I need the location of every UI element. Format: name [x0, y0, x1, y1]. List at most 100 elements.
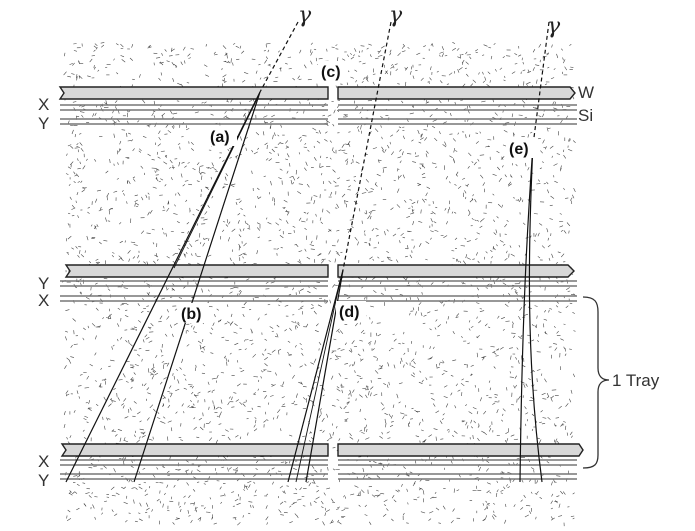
foam-speckle	[476, 411, 479, 415]
foam-speckle	[222, 74, 227, 78]
foam-speckle	[450, 375, 454, 377]
foam-speckle	[475, 132, 479, 134]
foam-speckle	[361, 80, 364, 84]
foam-speckle	[320, 221, 324, 225]
foam-speckle	[362, 348, 365, 352]
foam-speckle	[220, 495, 225, 497]
foam-speckle	[367, 215, 371, 220]
foam-speckle	[76, 390, 79, 394]
foam-speckle	[544, 83, 548, 86]
foam-speckle	[265, 56, 268, 60]
foam-speckle	[295, 244, 299, 247]
foam-speckle	[264, 348, 267, 352]
foam-speckle	[73, 43, 77, 45]
foam-speckle	[207, 167, 212, 169]
foam-speckle	[500, 346, 504, 350]
foam-speckle	[185, 128, 190, 131]
foam-speckle	[226, 304, 229, 307]
foam-speckle	[66, 518, 72, 521]
foam-speckle	[529, 510, 532, 515]
foam-speckle	[111, 254, 115, 258]
foam-speckle	[388, 349, 391, 352]
foam-speckle	[496, 216, 499, 219]
foam-speckle	[254, 296, 259, 299]
foam-speckle	[215, 439, 218, 444]
foam-speckle	[275, 76, 279, 79]
foam-speckle	[389, 424, 394, 427]
foam-speckle	[359, 339, 363, 342]
foam-speckle	[449, 181, 451, 184]
foam-speckle	[398, 343, 401, 345]
foam-speckle	[452, 42, 456, 44]
foam-speckle	[218, 320, 222, 322]
foam-speckle	[473, 420, 476, 424]
foam-speckle	[377, 333, 381, 337]
foam-speckle	[84, 387, 90, 389]
foam-speckle	[525, 412, 529, 415]
foam-speckle	[243, 112, 246, 117]
foam-speckle	[518, 198, 522, 203]
foam-speckle	[570, 66, 574, 68]
foam-speckle	[522, 222, 526, 226]
track-labels: (a) (b) (c) (d) (e)	[178, 61, 536, 323]
foam-speckle	[88, 261, 92, 264]
foam-speckle	[481, 218, 485, 221]
foam-speckle	[288, 460, 291, 464]
foam-speckle	[74, 491, 78, 494]
foam-speckle	[357, 380, 359, 384]
foam-speckle	[506, 55, 511, 57]
foam-speckle	[451, 211, 454, 214]
foam-speckle	[466, 240, 471, 242]
foam-speckle	[369, 215, 372, 220]
foam-speckle	[486, 505, 488, 510]
foam-speckle	[212, 322, 215, 327]
foam-speckle	[510, 175, 513, 178]
foam-speckle	[326, 48, 328, 52]
foam-speckle	[425, 241, 430, 244]
foam-speckle	[485, 500, 488, 503]
foam-speckle	[121, 129, 126, 131]
foam-speckle	[461, 59, 465, 64]
foam-speckle	[472, 435, 474, 439]
foam-speckle	[278, 218, 282, 221]
foam-speckle	[348, 393, 350, 396]
foam-speckle	[475, 252, 478, 256]
foam-speckle	[111, 346, 113, 350]
foam-speckle	[563, 230, 567, 234]
foam-speckle	[158, 130, 161, 135]
foam-speckle	[132, 148, 135, 152]
tungsten-plate-bottom-right	[337, 443, 584, 457]
foam-speckle	[169, 110, 173, 115]
foam-speckle	[142, 339, 145, 343]
foam-speckle	[363, 475, 366, 479]
foam-speckle	[89, 363, 93, 367]
foam-speckle	[226, 100, 230, 103]
foam-speckle	[263, 106, 266, 109]
foam-speckle	[166, 316, 170, 320]
foam-speckle	[278, 177, 282, 180]
foam-speckle	[555, 417, 560, 419]
foam-speckle	[298, 217, 302, 221]
foam-speckle	[298, 381, 303, 385]
foam-speckle	[514, 289, 517, 291]
foam-speckle	[164, 49, 167, 52]
foam-speckle	[183, 495, 186, 498]
foam-speckle	[497, 315, 500, 319]
foam-speckle	[154, 170, 157, 174]
foam-speckle	[477, 158, 480, 162]
foam-speckle	[292, 77, 295, 81]
foam-speckle	[254, 391, 256, 395]
foam-speckle	[125, 339, 128, 343]
foam-speckle	[82, 429, 85, 432]
foam-speckle	[253, 428, 258, 432]
foam-speckle	[546, 392, 550, 397]
foam-speckle	[186, 482, 190, 486]
foam-speckle	[264, 121, 268, 124]
foam-speckle	[304, 167, 307, 171]
foam-speckle	[161, 355, 164, 357]
foam-speckle	[430, 218, 433, 223]
foam-speckle	[329, 433, 332, 438]
foam-speckle	[194, 239, 199, 242]
foam-speckle	[137, 320, 141, 323]
